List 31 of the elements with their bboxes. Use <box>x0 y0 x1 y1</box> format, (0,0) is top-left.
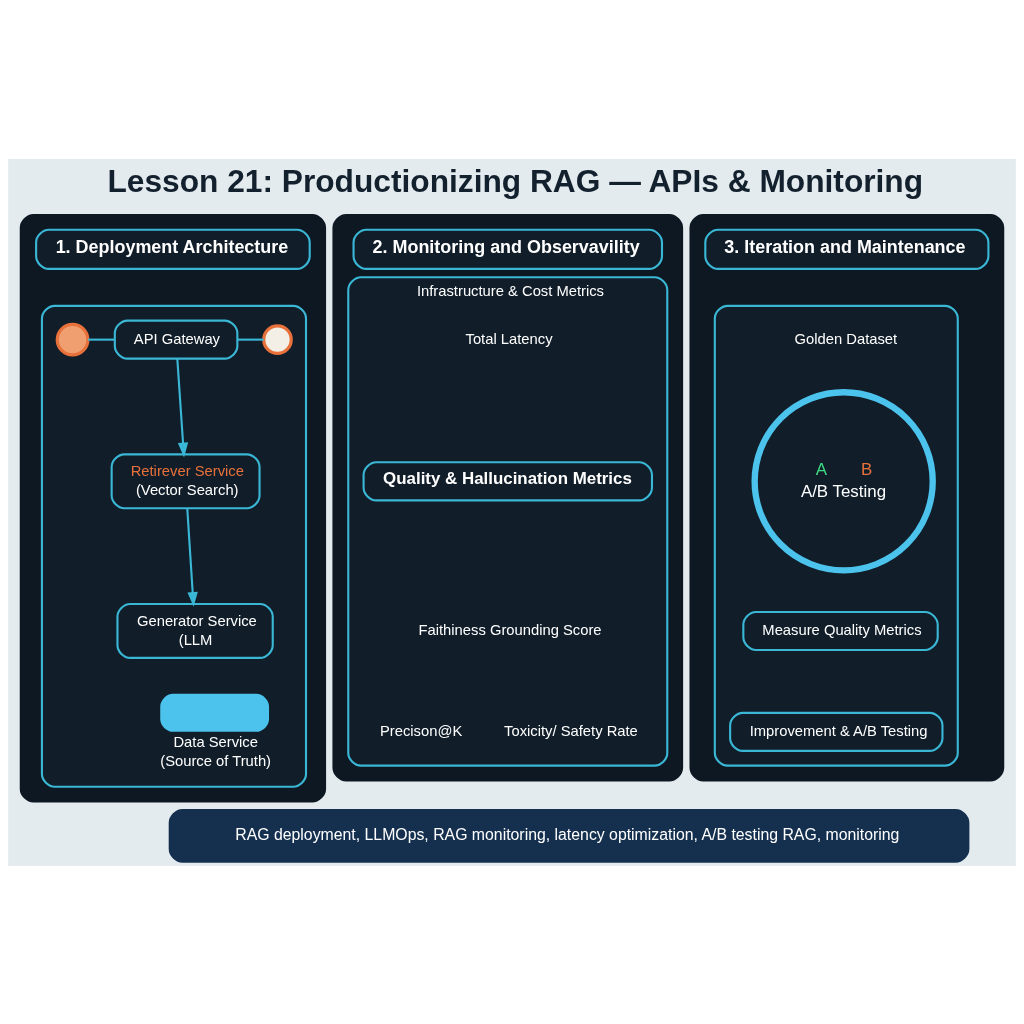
node-box <box>160 693 270 732</box>
node-box: Generator Service (LLM <box>116 602 274 659</box>
label: Precison@K <box>379 722 463 739</box>
cluster <box>19 213 327 803</box>
node-box: RAG deployment, LLMOps, RAG monitoring, latency optimization, A/B testing RAG, monitoring <box>168 808 970 863</box>
label: Toxicity/ Safety Rate <box>504 722 638 739</box>
node-box: 1. Deployment Architecture <box>35 228 311 270</box>
cluster <box>40 304 308 788</box>
node-box: Quality & Hallucination Metrics <box>362 460 654 501</box>
node-box: 2. Monitoring and Observavility <box>352 228 664 270</box>
arrow <box>186 507 198 607</box>
connector <box>87 338 115 341</box>
node-box: API Gateway <box>113 319 239 360</box>
node-person <box>55 322 90 357</box>
label: Golden Dataset <box>794 330 898 347</box>
node-label: (Source of Truth) <box>160 752 272 769</box>
arrow <box>176 358 189 457</box>
node-box: 3. Iteration and Maintenance <box>704 228 990 270</box>
label: Faithiness Grounding Score <box>418 621 602 638</box>
node-box: Improvement & A/B Testing <box>729 711 944 752</box>
node-circle: A B A/B Testing <box>751 388 936 574</box>
connector <box>237 338 264 341</box>
node-circle <box>262 323 293 355</box>
node-label: Data Service <box>173 733 258 750</box>
diagram-title: Lesson 21: Productionizing RAG — APIs & Monitoring <box>107 162 924 199</box>
cluster <box>689 213 1005 781</box>
cluster <box>332 213 684 781</box>
cluster <box>713 304 959 767</box>
label: Total Latency <box>465 330 553 347</box>
node-box: Measure Quality Metrics <box>742 610 939 651</box>
node-box: Retirever Service (Vector Search) <box>110 452 261 509</box>
